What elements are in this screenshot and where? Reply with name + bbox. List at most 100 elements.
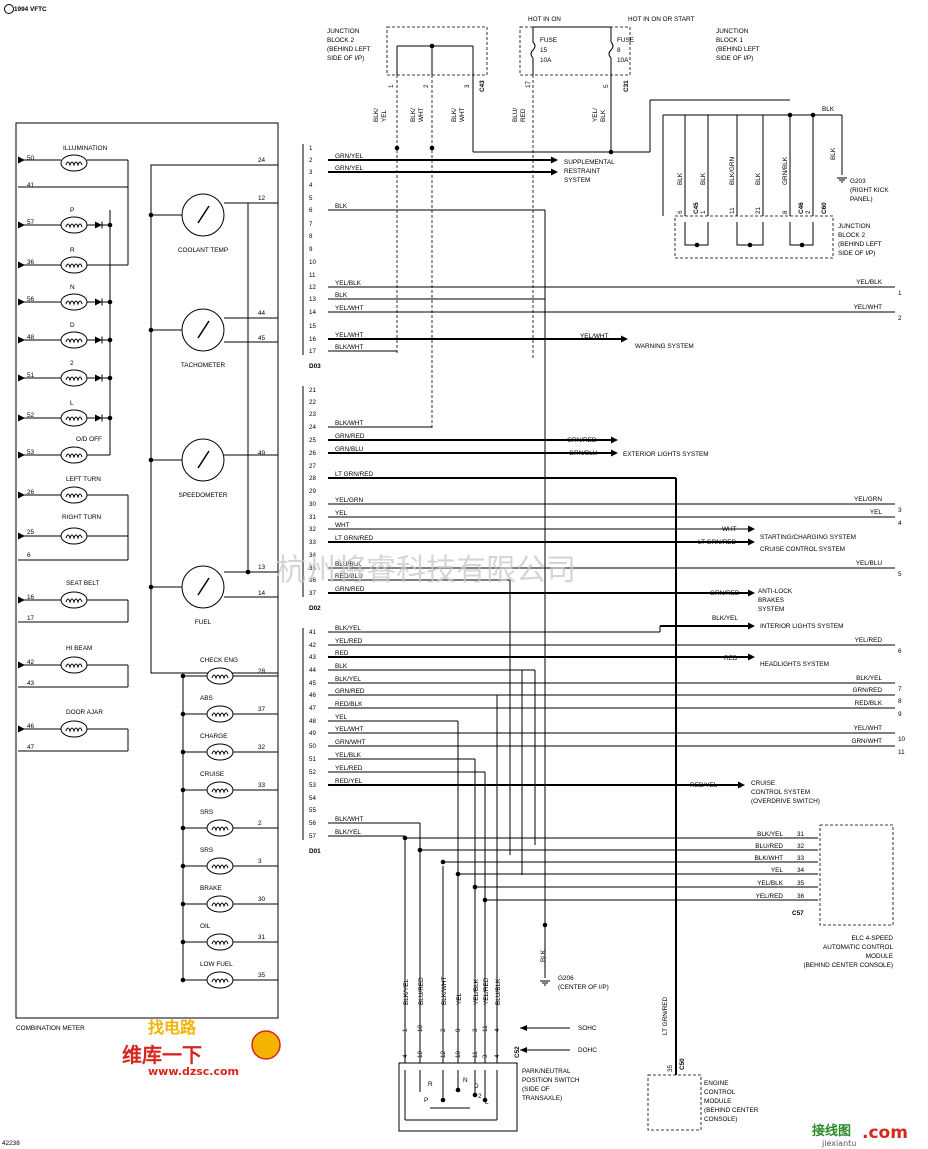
ecm-title: CONTROL (704, 1089, 736, 1096)
bulb-filament (65, 263, 83, 269)
harness-pin: 37 (309, 590, 316, 597)
meter-pin: 33 (258, 782, 266, 789)
right-edge-wire: GRN/RED (853, 687, 883, 694)
branch-label: RED/YEL (690, 782, 718, 789)
right-edge-num: 1 (898, 290, 902, 297)
right-edge-wire: YEL (870, 509, 883, 516)
brake-icon (206, 895, 234, 913)
illumination-icon (60, 154, 88, 172)
bulb-circle (60, 293, 88, 311)
wire (736, 222, 764, 246)
right-edge-wire: GRN/WHT (851, 738, 882, 745)
bulb-filament (65, 376, 83, 382)
srs-system: SUPPLEMENTAL (564, 159, 615, 166)
bulb-filament (65, 416, 83, 422)
harness-wire-label: BLK/WHT (335, 420, 364, 427)
meter-pin: 25 (27, 529, 35, 536)
bulb-circle (206, 667, 234, 685)
bulb-circle (60, 720, 88, 738)
pnp-wire: BLU/RED (418, 977, 425, 1005)
pin-arrow-icon (18, 491, 25, 499)
harness-pin: 32 (309, 526, 316, 533)
meter-pin: 13 (258, 564, 266, 571)
tachometer-gauge-icon (181, 308, 225, 352)
logo-line2: 维库一下 (122, 1043, 202, 1067)
bulb-filament (65, 300, 83, 306)
elc-pin: 35 (797, 880, 805, 887)
gauge-needle (197, 320, 210, 339)
right-edge-wire: YEL/BLU (856, 560, 883, 567)
harness-wire-label: BLK (335, 203, 348, 210)
meter-pin: 14 (258, 590, 266, 597)
combination-meter-title: COMBINATION METER (16, 1025, 85, 1032)
gear-indicator-icon (60, 409, 88, 427)
wire-label: BLK (600, 109, 607, 122)
harness-wire-label: BLK/YEL (335, 625, 361, 632)
pin-arrow-icon (18, 336, 25, 344)
ecm-title: ENGINE (704, 1080, 729, 1087)
g203-wire: BLK (830, 147, 837, 160)
mascot-icon (251, 1030, 281, 1060)
connector-d01: D01 (309, 848, 321, 855)
gauge-needle (197, 577, 210, 596)
bulb-filament (65, 727, 83, 733)
warning-item-label: SRS (200, 847, 213, 854)
splice-dot (747, 242, 753, 248)
connector-c52: C52 (514, 1046, 521, 1058)
bulb-filament (65, 223, 83, 229)
pnp-wire: YEL/BLK (473, 978, 480, 1005)
right-edge-num: 4 (898, 520, 902, 527)
jb2-right-title: BLOCK 2 (838, 232, 865, 239)
check-engine-icon (206, 667, 234, 685)
bulb-circle (60, 369, 88, 387)
gear-indicator-icon (60, 331, 88, 349)
splice-dot (180, 711, 186, 717)
pin-arrow-icon (18, 596, 25, 604)
bulb-circle (60, 446, 88, 464)
harness-wire-label: RED (335, 650, 349, 657)
elc-pin: 36 (797, 893, 805, 900)
bulb-filament (65, 663, 83, 669)
harness-pin: 13 (309, 296, 316, 303)
bulb-circle (206, 705, 234, 723)
pnp-sohc-pin: 9 (455, 1028, 462, 1032)
right-edge-num: 8 (898, 698, 902, 705)
splice-dot (440, 859, 446, 865)
jb2-top-label: JUNCTION (327, 28, 360, 35)
pnp-position: R (428, 1081, 433, 1088)
harness-pin: 45 (309, 680, 316, 687)
headlights-system: HEADLIGHTS SYSTEM (760, 661, 829, 668)
fuse15-label: 10A (540, 57, 552, 64)
jb2-right-wire: BLK (700, 172, 707, 185)
meter-item-label: O/D OFF (76, 436, 102, 443)
ecm-pin: 35 (667, 1064, 674, 1072)
fuel-gauge-icon (181, 565, 225, 609)
pnp-position: 2 (478, 1093, 482, 1100)
harness-pin: 51 (309, 756, 316, 763)
jb1-pin: 17 (525, 80, 532, 88)
harness-pin: 57 (309, 833, 316, 840)
pin-arrow-icon (18, 156, 25, 164)
branch-label: GRN/RED (710, 590, 740, 597)
gear-indicator-icon (60, 256, 88, 274)
meter-pin: 50 (27, 155, 35, 162)
meter-pin: 2 (258, 820, 262, 827)
low-fuel-icon (206, 971, 234, 989)
meter-item-label: DOOR AJAR (66, 709, 103, 716)
harness-pin: 33 (309, 539, 316, 546)
arrow (748, 653, 755, 661)
pnp-sohc-pin: 1 (402, 1028, 409, 1032)
harness-pin: 50 (309, 743, 316, 750)
g203-label: (RIGHT KICK (850, 187, 889, 194)
pin-arrow-icon (18, 414, 25, 422)
cruise-od-system: CRUISE (751, 780, 775, 787)
bulb-filament (211, 940, 229, 946)
meter-pin: 16 (27, 594, 35, 601)
harness-wire-label: YEL/RED (335, 638, 363, 645)
meter-item-label: ILLUMINATION (63, 145, 108, 152)
harness-pin: 4 (309, 182, 313, 189)
right-edge-wire: RED/BLK (855, 700, 883, 707)
arrow (748, 525, 755, 533)
connector-c45: C45 (693, 202, 700, 214)
charge-icon (206, 743, 234, 761)
